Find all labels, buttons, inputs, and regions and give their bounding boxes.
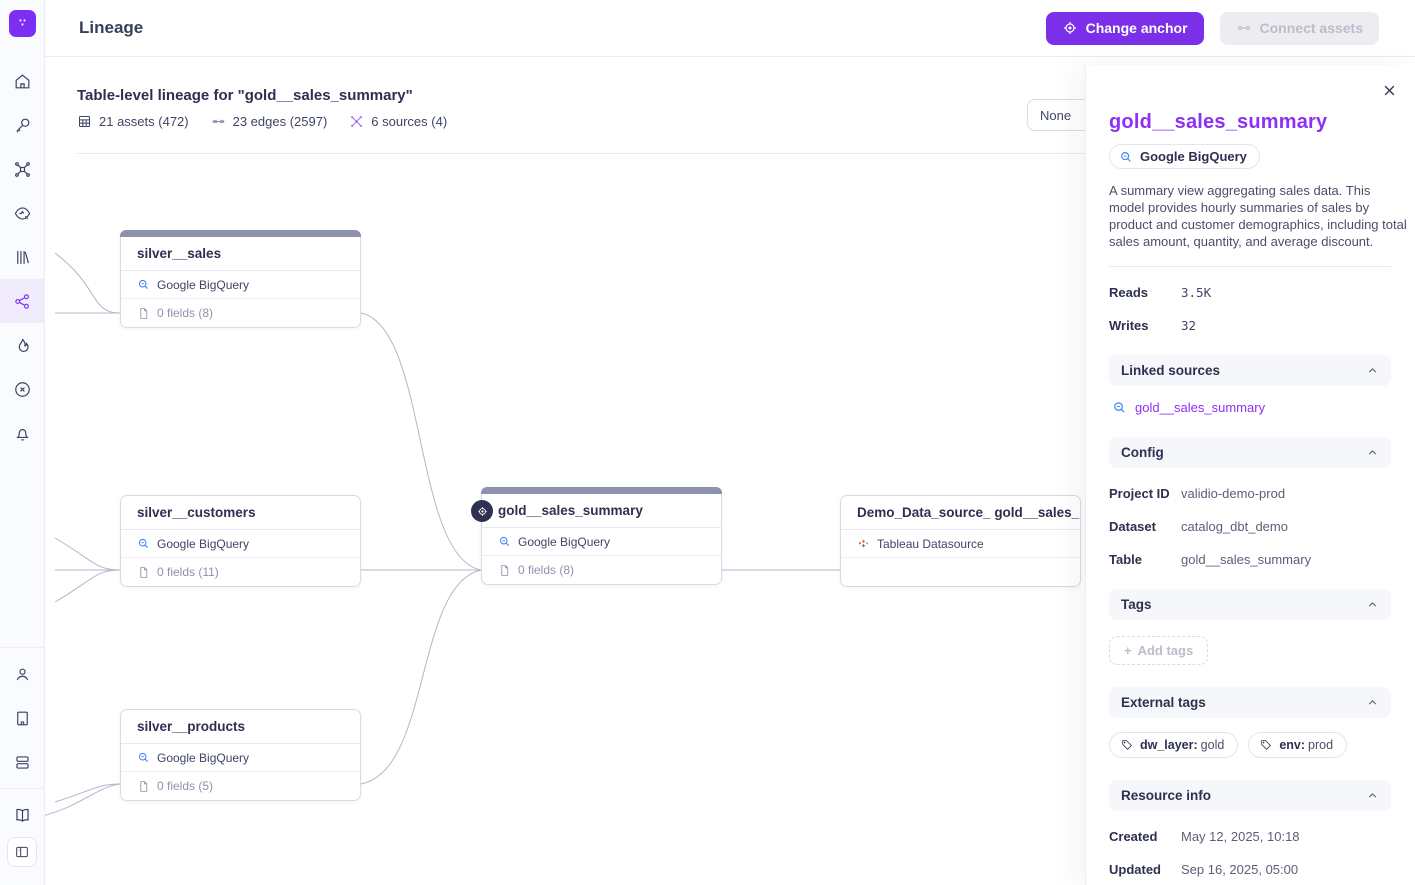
lineage-stats: 21 assets (472) 23 edges (2597) 6 source…: [77, 114, 447, 129]
page-title: Lineage: [79, 18, 144, 37]
node-connector-row: Tableau Datasource: [841, 530, 1080, 558]
fields-doc-icon: [140, 780, 148, 792]
top-header: Lineage Change anchor Connect assets: [45, 0, 1415, 57]
observe-icon[interactable]: [0, 191, 45, 235]
external-tag: dw_layer:gold: [1109, 732, 1239, 758]
bigquery-icon: [138, 538, 148, 548]
bell-icon[interactable]: [0, 411, 45, 455]
chevron-up-icon: [1368, 602, 1377, 607]
app-logo-icon[interactable]: ∵: [8, 10, 36, 37]
sources-icon: [351, 116, 363, 127]
node-title: silver__products: [121, 710, 360, 744]
config-row: Project ID validio-demo-prod: [1109, 486, 1286, 501]
node-title: silver__sales: [121, 237, 360, 271]
node-title: silver__customers: [121, 496, 360, 530]
edges-stat: 23 edges (2597): [211, 114, 327, 129]
add-tags-button[interactable]: + Add tags: [1109, 636, 1209, 665]
node-fields-row[interactable]: 0 fields (8): [121, 299, 360, 327]
external-tag: env:prod: [1248, 732, 1348, 758]
home-icon[interactable]: [0, 59, 45, 103]
edges-arrow-icon: [212, 119, 224, 124]
bigquery-icon: [499, 536, 509, 546]
link-icon: [1237, 25, 1250, 31]
chevron-up-icon: [1368, 700, 1377, 705]
node-title: Demo_Data_source_ gold__sales_...: [841, 496, 1080, 530]
bigquery-icon: [138, 752, 148, 762]
writes-row: Writes 32: [1109, 318, 1197, 333]
tag-icon: [1122, 739, 1132, 750]
chevron-up-icon: [1368, 368, 1377, 373]
tags-section-header[interactable]: Tags: [1109, 589, 1391, 620]
lineage-icon[interactable]: [0, 279, 45, 323]
node-topbar: [120, 230, 361, 237]
writes-value: 32: [1181, 318, 1197, 333]
chevron-up-icon: [1368, 793, 1377, 798]
node-silver-sales[interactable]: silver__sales Google BigQuery 0 fields (…: [120, 230, 361, 328]
node-connector-row: Google BigQuery: [121, 744, 360, 772]
asset-detail-panel: gold__sales_summary Google BigQuery A su…: [1085, 65, 1415, 885]
node-fields-row[interactable]: 0 fields (11): [121, 558, 360, 586]
config-row: Table gold__sales_summary: [1109, 552, 1312, 567]
connections-icon[interactable]: [0, 147, 45, 191]
reads-value: 3.5K: [1181, 285, 1212, 300]
node-silver-products[interactable]: silver__products Google BigQuery 0 field…: [120, 709, 361, 801]
external-tags-section-header[interactable]: External tags: [1109, 687, 1391, 718]
node-title: gold__sales_summary: [482, 494, 721, 528]
catalog-icon[interactable]: [0, 235, 45, 279]
node-connector-row: Google BigQuery: [482, 528, 721, 556]
panel-divider: [1109, 266, 1391, 267]
bigquery-icon: [1121, 151, 1131, 162]
node-silver-customers[interactable]: silver__customers Google BigQuery 0 fiel…: [120, 495, 361, 587]
layers-icon[interactable]: [0, 740, 45, 784]
node-gold-sales-summary[interactable]: gold__sales_summary Google BigQuery 0 fi…: [471, 487, 722, 585]
building-icon[interactable]: [0, 696, 45, 740]
plus-icon: +: [1124, 643, 1132, 658]
node-fields-row[interactable]: 0 fields (8): [482, 556, 721, 584]
sources-stat: 6 sources (4): [349, 114, 447, 129]
bigquery-icon: [138, 279, 148, 289]
config-section-header[interactable]: Config: [1109, 437, 1391, 468]
user-icon[interactable]: [0, 652, 45, 696]
tag-icon: [1261, 739, 1272, 750]
reads-row: Reads 3.5K: [1109, 285, 1212, 300]
anchor-badge-icon: [471, 500, 493, 522]
lineage-edges: [45, 252, 840, 816]
resource-info-row: Updated Sep 16, 2025, 05:00: [1109, 862, 1299, 877]
table-grid-icon: [79, 116, 90, 127]
book-icon[interactable]: [0, 793, 45, 837]
fields-doc-icon: [140, 307, 148, 319]
node-demo-data-source[interactable]: Demo_Data_source_ gold__sales_... Tablea…: [840, 495, 1081, 587]
fields-doc-icon: [140, 566, 148, 578]
key-icon[interactable]: [0, 103, 45, 147]
node-fields-row[interactable]: 0 fields (5): [121, 772, 360, 800]
connect-assets-button: Connect assets: [1219, 11, 1379, 45]
change-anchor-button[interactable]: Change anchor: [1045, 11, 1204, 45]
canvas-divider: [77, 153, 1085, 154]
flame-icon[interactable]: [0, 323, 45, 367]
node-connector-row: Google BigQuery: [121, 530, 360, 558]
anchor-target-icon: [1063, 22, 1076, 34]
collapse-panel-icon[interactable]: [7, 837, 37, 867]
asset-description: A summary view aggregating sales data. T…: [1109, 183, 1407, 249]
resource-info-row: Created May 12, 2025, 10:18: [1109, 829, 1300, 844]
node-topbar: [481, 487, 722, 494]
node-connector-row: Google BigQuery: [121, 271, 360, 299]
assets-stat: 21 assets (472): [77, 114, 189, 129]
linked-source-link[interactable]: gold__sales_summary: [1112, 400, 1399, 415]
resource-info-section-header[interactable]: Resource info: [1109, 780, 1391, 811]
fields-doc-icon: [501, 564, 509, 576]
connector-badge: Google BigQuery: [1109, 144, 1260, 169]
node-fields-row: [841, 558, 1080, 586]
chevron-up-icon: [1368, 450, 1377, 455]
close-icon[interactable]: [1377, 78, 1401, 102]
config-row: Dataset catalog_dbt_demo: [1109, 519, 1288, 534]
canvas-title: Table-level lineage for "gold__sales_sum…: [77, 87, 413, 104]
circle-x-icon[interactable]: [0, 367, 45, 411]
bigquery-icon: [1114, 402, 1125, 413]
tableau-icon: [859, 539, 868, 548]
linked-sources-section-header[interactable]: Linked sources: [1109, 355, 1391, 386]
left-sidebar: ∵: [0, 0, 45, 885]
asset-title: gold__sales_summary: [1109, 111, 1328, 133]
